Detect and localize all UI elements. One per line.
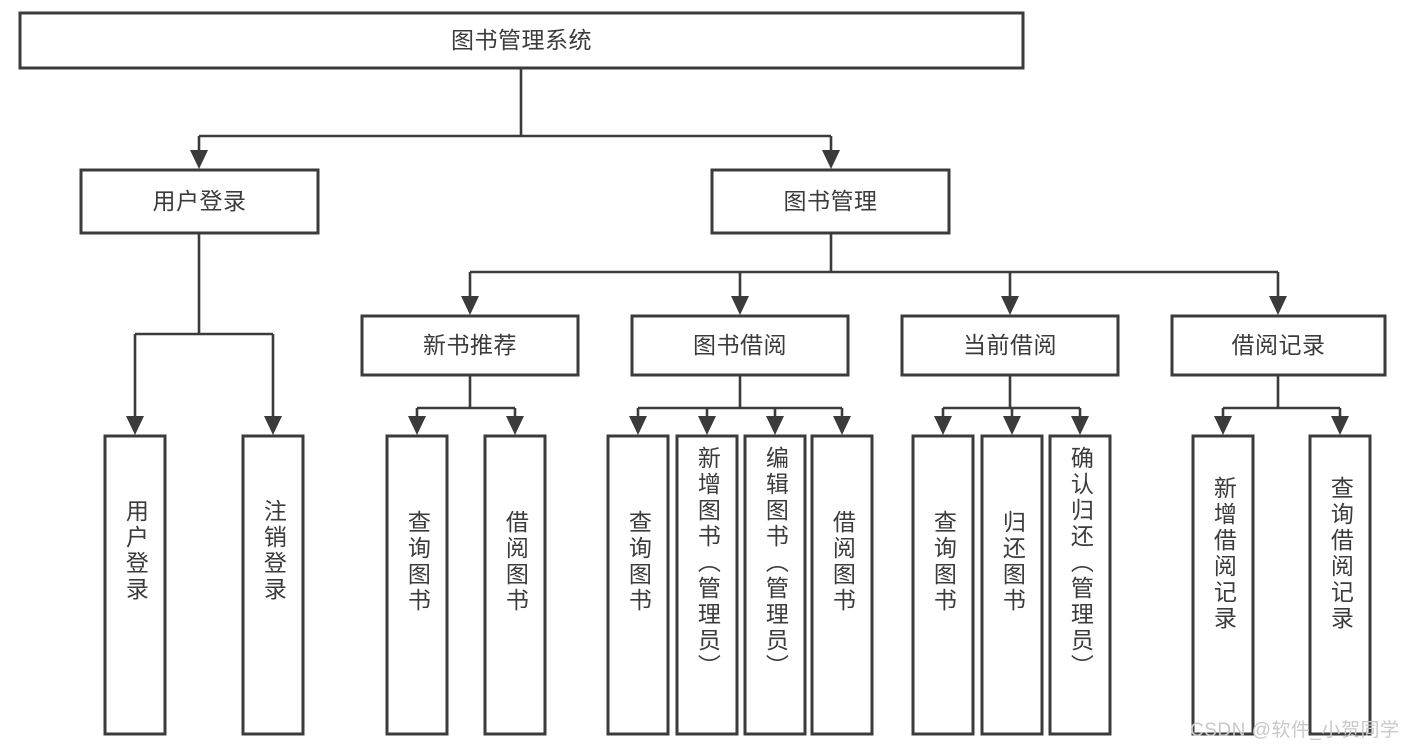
arrow-to-leaf-add-book [698,416,716,435]
arrow-to-leaf-add-borrow-record [1214,416,1232,435]
arrow-to-leaf-return-book [1003,416,1021,435]
leaf-borrow-book-2[interactable] [810,434,874,736]
node-rectangles [18,11,1387,736]
arrow-to-user-login [190,150,208,169]
leaf-query-book-1[interactable] [385,434,449,736]
arrow-to-new-book-recommend [461,296,479,315]
connectors [126,68,1349,435]
arrow-to-leaf-edit-book [766,416,784,435]
node-user-login[interactable] [79,168,320,235]
arrow-to-leaf-logout [264,416,282,435]
arrow-to-leaf-query-book-2 [629,416,647,435]
leaf-add-book-admin[interactable] [675,434,739,736]
arrow-to-leaf-borrow-book-1 [506,416,524,435]
arrow-to-book-borrow [731,296,749,315]
leaf-logout[interactable] [241,434,305,736]
node-root[interactable] [18,11,1025,70]
csdn-watermark: CSDN @软件_小贺同学 [1190,720,1400,741]
leaf-edit-book-admin[interactable] [743,434,807,736]
node-new-book-recommend[interactable] [360,314,580,377]
leaf-confirm-return-admin[interactable] [1048,434,1112,736]
leaf-return-book[interactable] [980,434,1044,736]
leaf-query-book-3[interactable] [911,434,975,736]
node-current-borrow[interactable] [900,314,1120,377]
leaf-add-borrow-record[interactable] [1191,434,1255,736]
arrow-to-current-borrow [1001,296,1019,315]
arrow-to-leaf-borrow-book-2 [833,416,851,435]
node-borrow-record[interactable] [1170,314,1387,377]
arrow-to-borrow-record [1269,296,1287,315]
leaf-query-borrow-record[interactable] [1308,434,1372,736]
arrow-to-leaf-query-book-3 [934,416,952,435]
node-book-management[interactable] [710,168,951,235]
node-book-borrow[interactable] [630,314,850,377]
arrow-to-leaf-query-book-1 [408,416,426,435]
leaf-user-login[interactable] [103,434,167,736]
leaf-borrow-book-1[interactable] [483,434,547,736]
leaf-query-book-2[interactable] [606,434,670,736]
arrow-to-leaf-query-borrow-record [1331,416,1349,435]
arrow-to-book-management [822,150,840,169]
arrow-to-leaf-confirm-return [1071,416,1089,435]
arrow-to-leaf-user-login [126,416,144,435]
